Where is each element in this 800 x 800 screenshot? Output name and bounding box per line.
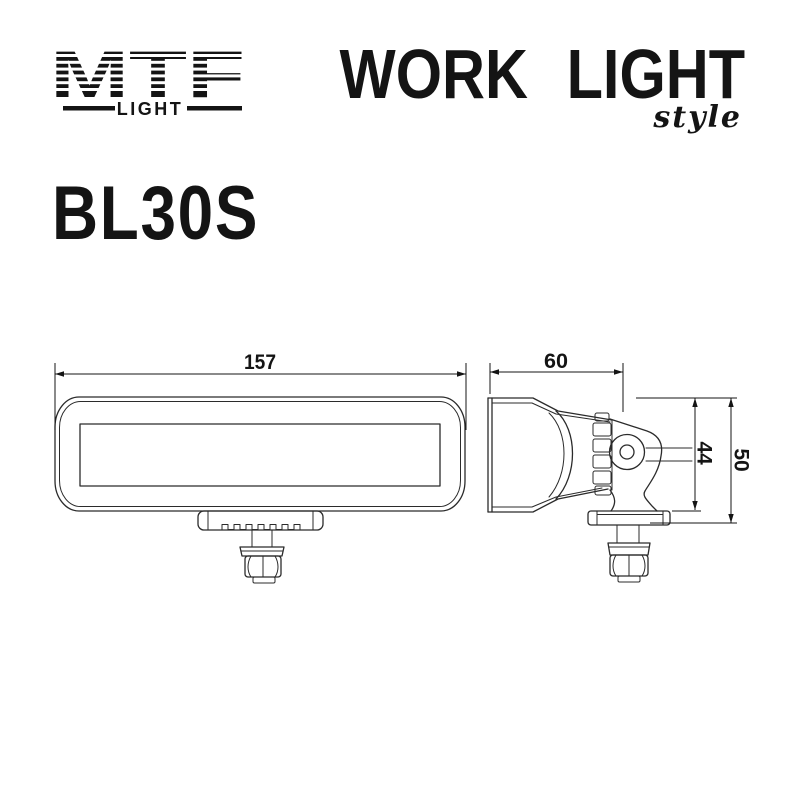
- side-height-44-label: 44: [693, 441, 716, 465]
- side-height-50-dimension: 50: [728, 398, 753, 523]
- front-housing-bezel: [59, 401, 461, 507]
- side-base-foot: [587, 510, 671, 583]
- side-height-50-label: 50: [730, 448, 753, 471]
- side-lens-face: [487, 397, 493, 513]
- style-tagline: style: [653, 100, 742, 135]
- bracket-teeth: [221, 524, 301, 530]
- pivot-leader-lines: [645, 447, 693, 462]
- side-pivot-bracket: [608, 418, 693, 512]
- front-width-dimension: 157: [54, 351, 467, 430]
- front-mounting-bracket: [197, 510, 324, 531]
- logo-subtitle: LIGHT: [117, 99, 184, 118]
- logo-dash-right: [187, 106, 242, 111]
- logo-dash-left: [63, 106, 115, 111]
- front-washer: [239, 546, 285, 557]
- front-housing-outline: [54, 396, 466, 512]
- pivot-bolt-inner: [619, 444, 635, 460]
- side-cooling-fins: [592, 412, 613, 496]
- model-number: BL30S: [52, 171, 260, 256]
- front-mounting-bolt: [239, 529, 285, 584]
- pivot-bolt-outer: [608, 433, 646, 471]
- work-light-title: WORK LIGHT: [339, 35, 745, 113]
- side-depth-label: 60: [544, 350, 568, 373]
- side-height-44-dimension: 44: [692, 398, 716, 510]
- front-width-label: 157: [244, 351, 276, 374]
- side-view: [487, 397, 693, 583]
- front-view: [54, 396, 466, 584]
- front-lens: [79, 423, 441, 487]
- side-depth-dimension: 60: [489, 350, 624, 412]
- side-rear-curve: [555, 410, 574, 500]
- technical-drawing: 157: [54, 350, 753, 584]
- extension-lines-right: [636, 397, 737, 524]
- logo-slat-stripes: [50, 54, 250, 91]
- mtf-logo: MTF LIGHT: [50, 46, 250, 118]
